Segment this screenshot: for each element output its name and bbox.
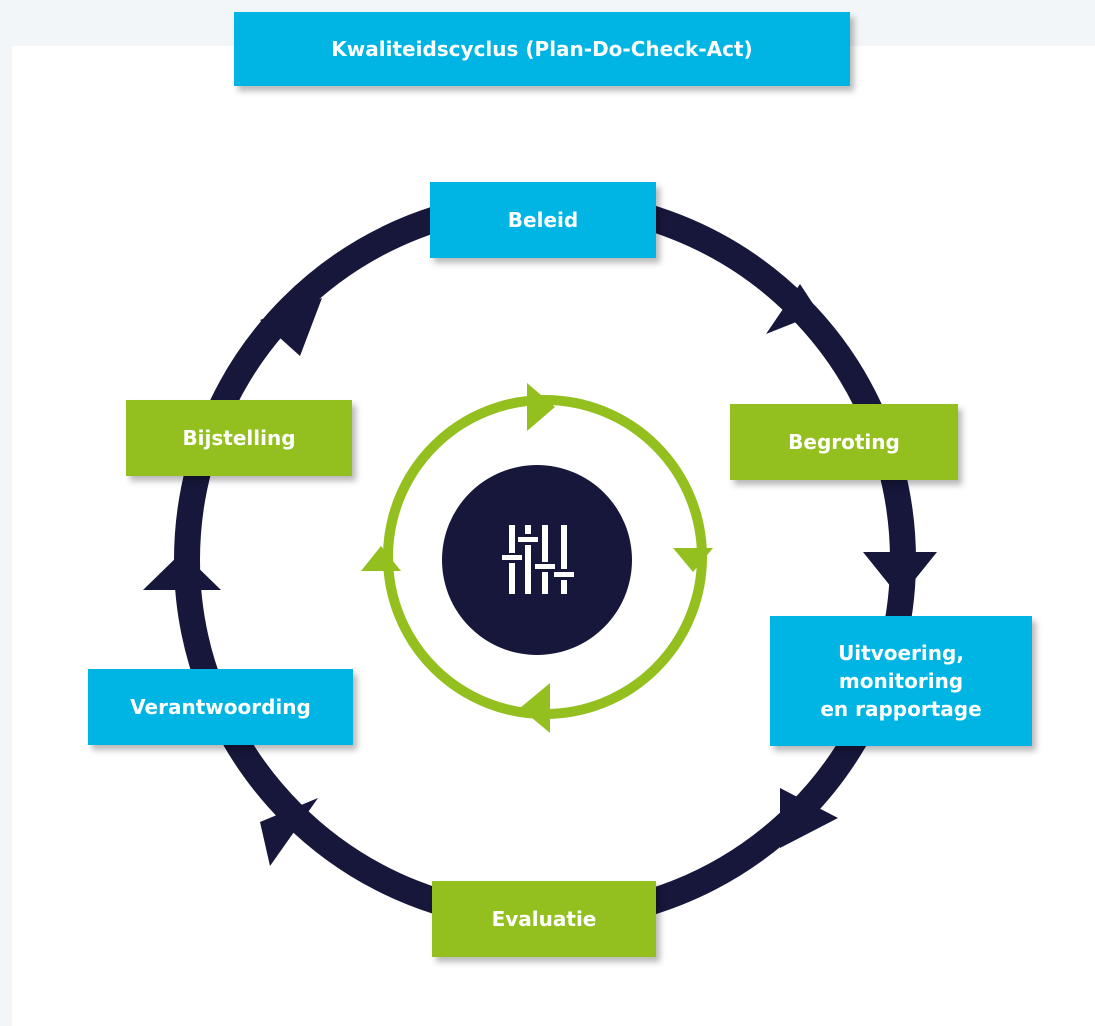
step-beleid: Beleid [430,182,656,258]
step-begroting: Begroting [730,404,958,480]
step-bijstelling: Bijstelling [126,400,352,476]
cycle-arrow-2 [863,552,937,598]
cycle-arrow-1 [766,284,819,334]
cycle-arrow-6 [260,298,322,356]
center-disc [442,465,632,655]
step-uitvoering: Uitvoering, monitoring en rapportage [770,616,1032,746]
step-evaluatie: Evaluatie [432,881,656,957]
sliders-icon [502,525,574,594]
inner-arrow-bottom [520,683,550,733]
inner-arrow-top [527,383,555,431]
cycle-arrow-5 [143,552,221,590]
inner-arrow-left [361,546,401,571]
step-verantwoording: Verantwoording [88,669,353,745]
page-title: Kwaliteidscyclus (Plan-Do-Check-Act) [234,12,850,86]
cycle-arrow-4 [260,798,318,866]
inner-arrow-right [673,548,713,572]
cycle-arrow-3 [780,788,838,848]
